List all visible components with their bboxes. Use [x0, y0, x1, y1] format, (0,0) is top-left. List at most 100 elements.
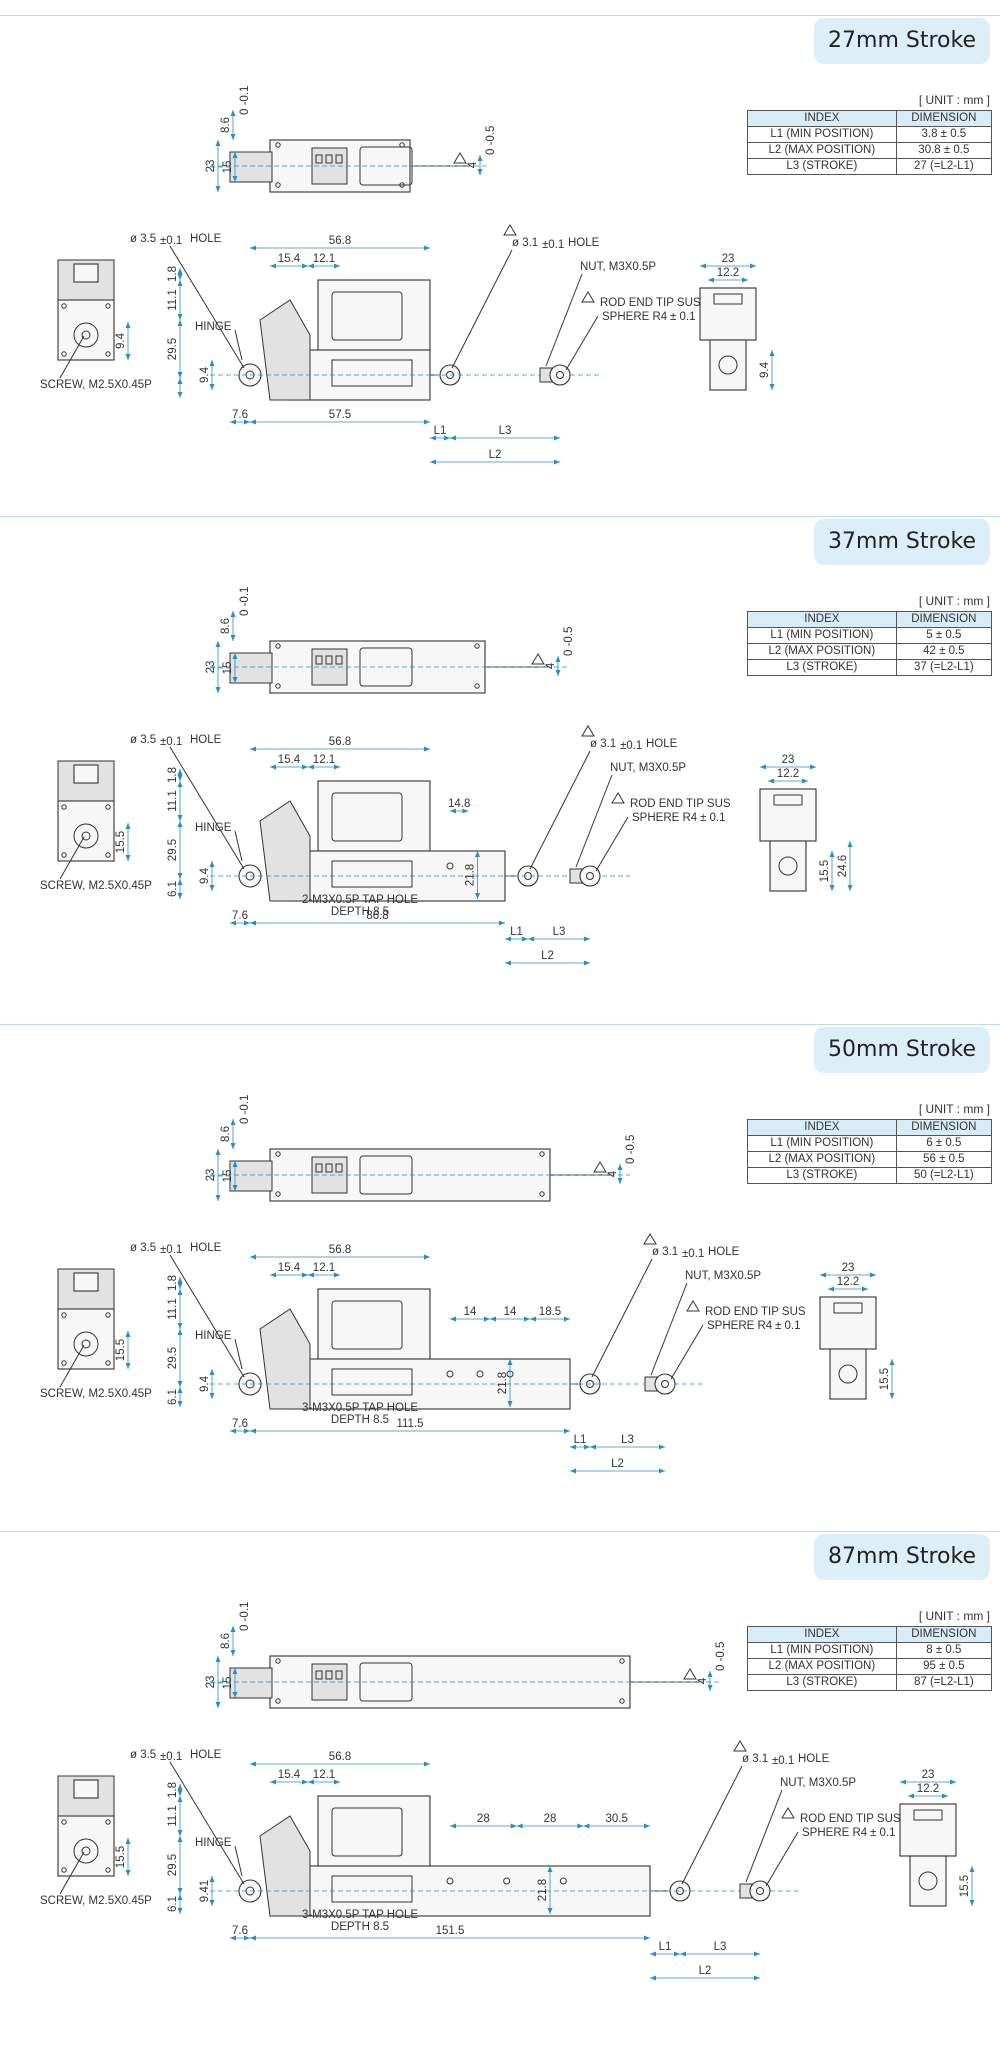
dimension-l3: L3: [499, 425, 512, 437]
dimension-9-4: 9.41: [199, 1880, 211, 1902]
hole-label: HOLE: [798, 1753, 830, 1765]
dimension-1-8: 1.8: [167, 1275, 179, 1291]
tap-hole-label: 3-M3X0.5P TAP HOLE: [302, 1402, 418, 1414]
dimension-29-5: 29.5: [167, 1854, 179, 1876]
table-row: L3 (STROKE)27 (=L2-L1): [747, 158, 993, 175]
tolerance-label: ±0.1: [620, 740, 642, 752]
hinge-label: HINGE: [195, 321, 232, 333]
hole-diameter-label: ø 3.1: [512, 237, 538, 249]
dimension-7-6: 7.6: [232, 910, 248, 922]
dimension-cell: 27 (=L2-L1): [895, 158, 993, 175]
dimension-end-width: 23: [722, 253, 735, 265]
dimension-l2: L2: [611, 1458, 624, 1470]
tolerance-label: 0 -0.5: [625, 1135, 637, 1164]
tolerance-label: ±0.1: [160, 736, 182, 748]
dimension-6-1: 6.1: [167, 1389, 179, 1405]
dimension-15-4: 15.4: [278, 1769, 301, 1781]
dimension-15-4: 15.4: [278, 1262, 301, 1274]
hinge-label: HINGE: [195, 1837, 232, 1849]
tolerance-label: 0 -0.5: [485, 126, 497, 155]
dimension-1-8: 1.8: [167, 266, 179, 282]
dimension-15: 15: [222, 1677, 234, 1690]
dimension-7-6: 7.6: [232, 409, 248, 421]
dimension-l1: L1: [434, 425, 447, 437]
unit-note: [ UNIT : mm ]: [918, 1102, 990, 1116]
table-header-cell: INDEX: [747, 110, 897, 127]
dimension-11-1: 11.1: [167, 289, 179, 311]
hole-diameter-label: ø 3.1: [590, 738, 616, 750]
hole-diameter-label: ø 3.5: [130, 734, 156, 746]
dimension-23: 23: [205, 1169, 217, 1182]
dimension-cell: 42 ± 0.5: [895, 643, 993, 660]
tolerance-label: ± 0.1: [670, 311, 696, 323]
dimension-8-6: 8.6: [220, 618, 232, 634]
dimension-56-8: 56.8: [329, 736, 351, 748]
index-cell: L3 (STROKE): [747, 158, 897, 175]
index-cell: L3 (STROKE): [747, 1674, 897, 1691]
dimension-9-4: 9.4: [199, 867, 211, 884]
tolerance-label: ±0.1: [160, 235, 182, 247]
tolerance-label: ±0.1: [542, 239, 564, 251]
hole-label: HOLE: [190, 734, 222, 746]
dimension-8-6: 8.6: [220, 1126, 232, 1142]
hole-label: HOLE: [190, 1749, 222, 1761]
dimension-8-6: 8.6: [220, 1633, 232, 1649]
dimension-end-width: 23: [922, 1769, 935, 1781]
dimension-body-length: 151.5: [436, 1925, 465, 1937]
dimension-tap-spacing: 14.8: [448, 798, 470, 810]
hole-label: HOLE: [190, 1242, 222, 1254]
dimension-9-4: 9.4: [199, 366, 211, 383]
dimension-end-height: 15.5: [115, 1846, 127, 1868]
rod-end-label: ROD END TIP SUS: [600, 297, 701, 309]
nut-label: NUT, M3X0.5P: [580, 261, 656, 273]
dimension-21-8: 21.8: [537, 1879, 549, 1901]
dimension-56-8: 56.8: [329, 1751, 351, 1763]
tap-depth-label: DEPTH 8.5: [331, 906, 389, 918]
dimension-end-offset: 9.4: [759, 361, 771, 378]
index-cell: L1 (MIN POSITION): [747, 1135, 897, 1152]
hole-diameter-label: ø 3.1: [652, 1246, 678, 1258]
tolerance-label: ±0.1: [160, 1244, 182, 1256]
rod-end-label: SPHERE R4: [802, 1827, 868, 1839]
dimension-56-8: 56.8: [329, 1244, 351, 1256]
dimension-12-1: 12.1: [313, 253, 335, 265]
rod-end-label: ROD END TIP SUS: [630, 798, 731, 810]
index-cell: L2 (MAX POSITION): [747, 1658, 897, 1675]
dimension-1-8: 1.8: [167, 767, 179, 783]
index-cell: L3 (STROKE): [747, 659, 897, 676]
dimension-29-5: 29.5: [167, 338, 179, 360]
dimension-end-height: 9.4: [115, 332, 127, 349]
nut-label: NUT, M3X0.5P: [610, 762, 686, 774]
tolerance-label: 0 -0.1: [239, 86, 251, 115]
dimension-tap-spacing: 28: [477, 1813, 490, 1825]
dimension-4: 4: [545, 662, 557, 669]
tolerance-label: ±0.1: [160, 1751, 182, 1763]
tolerance-label: ±0.1: [772, 1755, 794, 1767]
hole-diameter-label: ø 3.5: [130, 233, 156, 245]
tolerance-label: ± 0.1: [870, 1827, 896, 1839]
nut-label: NUT, M3X0.5P: [685, 1270, 761, 1282]
dimension-56-8: 56.8: [329, 235, 351, 247]
dimension-end-offset: 15.5: [959, 1875, 971, 1897]
table-row: L1 (MIN POSITION)5 ± 0.5: [747, 627, 993, 644]
section-divider: [0, 1531, 1000, 1532]
dimension-tap-spacing: 14: [464, 1306, 477, 1318]
dimension-end-width-inner: 12.2: [837, 1276, 859, 1288]
dimension-4: 4: [467, 161, 479, 168]
tap-hole-label: 3-M3X0.5P TAP HOLE: [302, 1909, 418, 1921]
tolerance-label: 0 -0.1: [239, 587, 251, 616]
dimension-11-1: 11.1: [167, 790, 179, 812]
tap-depth-label: DEPTH 8.5: [331, 1921, 389, 1933]
table-row: L3 (STROKE)50 (=L2-L1): [747, 1167, 993, 1184]
rod-end-label: ROD END TIP SUS: [800, 1813, 901, 1825]
table-row: L3 (STROKE)37 (=L2-L1): [747, 659, 993, 676]
